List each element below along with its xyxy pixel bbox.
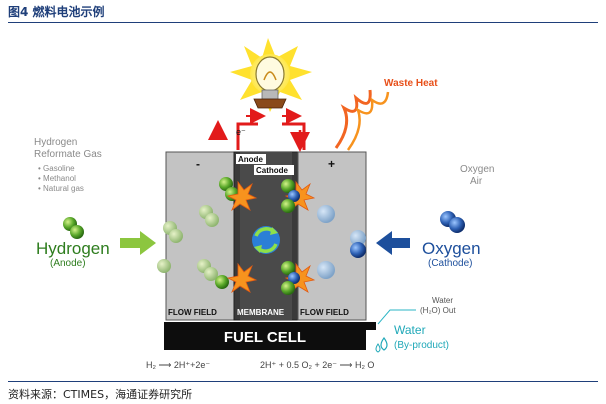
oxygen-input: Oxygen Air Oxygen (Cathode) bbox=[376, 164, 494, 269]
anode-tag: Anode bbox=[238, 155, 263, 164]
cathode-plus-sign: + bbox=[328, 157, 335, 171]
footer-divider bbox=[8, 381, 598, 382]
proton-exchange-icon bbox=[252, 226, 280, 254]
oxygen-arrow-icon bbox=[376, 231, 410, 255]
cathode-equation: 2H⁺ + 0.5 O₂ + 2e⁻ ⟶ H₂ O bbox=[260, 360, 374, 370]
electron-label: e⁻ bbox=[236, 127, 246, 137]
water-label: Water bbox=[394, 323, 426, 337]
hydrogen-reformate-line1: Hydrogen bbox=[34, 137, 77, 148]
hydrogen-input: Hydrogen Reformate Gas • Gasoline • Meth… bbox=[34, 137, 156, 269]
membrane-label: MEMBRANE bbox=[237, 308, 285, 317]
water-drop-icon bbox=[380, 336, 388, 351]
cathode-molecules bbox=[281, 179, 366, 295]
waste-heat-label: Waste Heat bbox=[384, 78, 438, 89]
oxygen-air-line2: Air bbox=[470, 176, 483, 187]
hydrogen-sub-label: (Anode) bbox=[50, 258, 86, 269]
anode-minus-sign: - bbox=[196, 157, 200, 171]
flow-field-right-label: FLOW FIELD bbox=[300, 308, 349, 317]
water-out-line2: (H₂O) Out bbox=[420, 306, 456, 315]
gas-item-gasoline: • Gasoline bbox=[38, 164, 75, 173]
hydrogen-arrow-icon bbox=[120, 231, 156, 255]
hydrogen-label: Hydrogen bbox=[36, 239, 110, 258]
gas-item-methanol: • Methanol bbox=[38, 174, 76, 183]
caption-divider bbox=[8, 22, 598, 23]
light-bulb-icon bbox=[253, 56, 287, 109]
anode-equation: H₂ ⟶ 2H⁺+2e⁻ bbox=[146, 360, 210, 370]
waste-heat-flames: Waste Heat bbox=[334, 78, 438, 151]
figure-caption: 图4 燃料电池示例 bbox=[8, 5, 105, 19]
oxygen-sub-label: (Cathode) bbox=[428, 258, 472, 269]
water-sub-label: (By-product) bbox=[394, 340, 449, 351]
fuel-cell-base: FUEL CELL bbox=[164, 322, 376, 350]
external-circuit: e⁻ bbox=[208, 108, 310, 152]
oxygen-air-line1: Oxygen bbox=[460, 164, 494, 175]
water-out-line1: Water bbox=[432, 296, 453, 305]
gas-item-natural-gas: • Natural gas bbox=[38, 184, 84, 193]
oxygen-label: Oxygen bbox=[422, 239, 481, 258]
anode-molecules bbox=[157, 177, 239, 289]
flow-field-left-label: FLOW FIELD bbox=[168, 308, 217, 317]
water-output: Water (H₂O) Out Water (By-product) bbox=[375, 296, 456, 353]
source-note: 资料来源：CTIMES，海通证券研究所 bbox=[8, 388, 193, 401]
fuel-cell-label: FUEL CELL bbox=[224, 329, 306, 346]
cathode-tag: Cathode bbox=[256, 166, 289, 175]
hydrogen-reformate-line2: Reformate Gas bbox=[34, 149, 102, 160]
